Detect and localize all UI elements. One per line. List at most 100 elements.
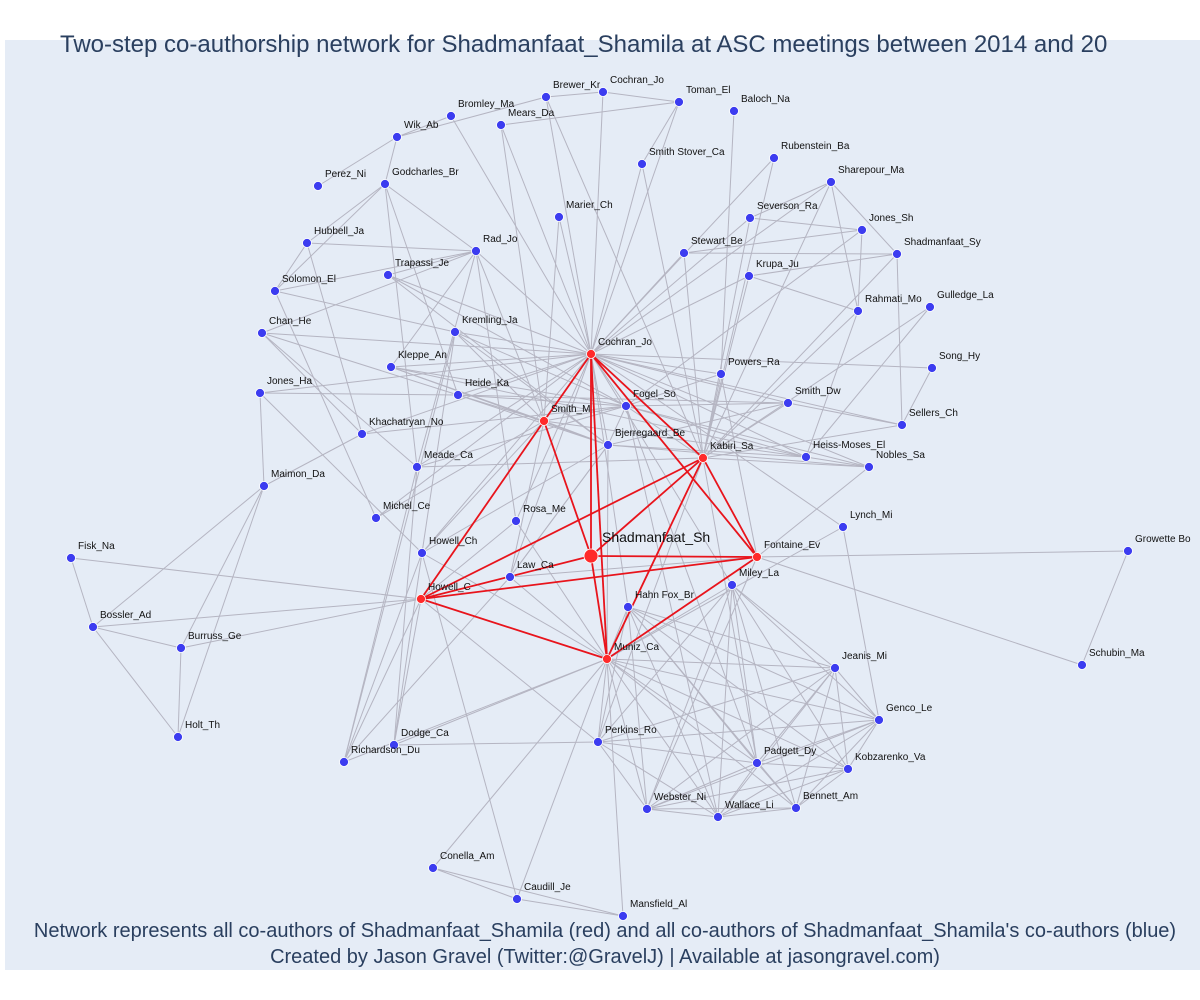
network-node[interactable] bbox=[637, 159, 647, 169]
network-node[interactable] bbox=[389, 740, 399, 750]
node-label: Mears_Da bbox=[508, 108, 555, 119]
network-node[interactable] bbox=[173, 732, 183, 742]
gray-edge bbox=[606, 658, 624, 917]
network-node[interactable] bbox=[853, 306, 863, 316]
network-node[interactable] bbox=[745, 213, 755, 223]
network-node[interactable] bbox=[642, 804, 652, 814]
network-node[interactable] bbox=[583, 548, 599, 564]
node-label: Kobzarenko_Va bbox=[855, 752, 926, 763]
network-node[interactable] bbox=[729, 106, 739, 116]
network-node[interactable] bbox=[713, 812, 723, 822]
network-node[interactable] bbox=[897, 420, 907, 430]
network-node[interactable] bbox=[744, 271, 754, 281]
network-node[interactable] bbox=[302, 238, 312, 248]
network-node[interactable] bbox=[511, 516, 521, 526]
network-node[interactable] bbox=[257, 328, 267, 338]
gray-edge bbox=[274, 242, 308, 292]
network-node[interactable] bbox=[496, 120, 506, 130]
network-node[interactable] bbox=[874, 715, 884, 725]
network-node[interactable] bbox=[791, 803, 801, 813]
network-node[interactable] bbox=[471, 246, 481, 256]
network-node[interactable] bbox=[602, 654, 612, 664]
node-label: Mansfield_Al bbox=[630, 899, 687, 910]
red-edge bbox=[590, 555, 608, 660]
node-label: Holt_Th bbox=[185, 720, 220, 731]
network-node[interactable] bbox=[357, 429, 367, 439]
network-node[interactable] bbox=[716, 369, 726, 379]
network-node[interactable] bbox=[586, 349, 596, 359]
network-node[interactable] bbox=[674, 97, 684, 107]
network-node[interactable] bbox=[428, 863, 438, 873]
network-node[interactable] bbox=[892, 249, 902, 259]
gray-edge bbox=[731, 584, 797, 809]
network-node[interactable] bbox=[392, 132, 402, 142]
network-node[interactable] bbox=[769, 153, 779, 163]
network-node[interactable] bbox=[1123, 546, 1133, 556]
network-node[interactable] bbox=[752, 758, 762, 768]
network-node[interactable] bbox=[417, 548, 427, 558]
network-node[interactable] bbox=[783, 398, 793, 408]
network-node[interactable] bbox=[453, 390, 463, 400]
network-node[interactable] bbox=[88, 622, 98, 632]
network-node[interactable] bbox=[927, 363, 937, 373]
network-node[interactable] bbox=[505, 572, 515, 582]
network-node[interactable] bbox=[618, 911, 628, 921]
network-node[interactable] bbox=[1077, 660, 1087, 670]
network-node[interactable] bbox=[371, 513, 381, 523]
network-node[interactable] bbox=[727, 580, 737, 590]
network-node[interactable] bbox=[416, 594, 426, 604]
network-node[interactable] bbox=[541, 92, 551, 102]
node-label: Dodge_Ca bbox=[401, 728, 449, 739]
network-node[interactable] bbox=[864, 462, 874, 472]
node-label: Law_Ca bbox=[517, 560, 554, 571]
gray-edge bbox=[606, 658, 849, 770]
gray-edge bbox=[606, 444, 609, 660]
node-label: Conella_Am bbox=[440, 851, 494, 862]
network-node[interactable] bbox=[925, 302, 935, 312]
network-node[interactable] bbox=[380, 179, 390, 189]
gray-edge bbox=[702, 373, 722, 459]
network-node[interactable] bbox=[826, 177, 836, 187]
network-node[interactable] bbox=[623, 602, 633, 612]
gray-edge bbox=[416, 457, 704, 468]
network-node[interactable] bbox=[838, 522, 848, 532]
network-node[interactable] bbox=[857, 225, 867, 235]
network-node[interactable] bbox=[450, 327, 460, 337]
network-node[interactable] bbox=[255, 388, 265, 398]
network-node[interactable] bbox=[598, 87, 608, 97]
network-node[interactable] bbox=[539, 416, 549, 426]
network-node[interactable] bbox=[446, 111, 456, 121]
network-node[interactable] bbox=[412, 462, 422, 472]
gray-edge bbox=[749, 181, 832, 219]
network-node[interactable] bbox=[801, 452, 811, 462]
network-node[interactable] bbox=[383, 270, 393, 280]
network-node[interactable] bbox=[830, 663, 840, 673]
network-node[interactable] bbox=[339, 757, 349, 767]
network-node[interactable] bbox=[176, 643, 186, 653]
network-node[interactable] bbox=[386, 362, 396, 372]
network-node[interactable] bbox=[752, 552, 762, 562]
red-edge-layer bbox=[420, 353, 758, 660]
gray-edge bbox=[597, 584, 733, 743]
node-label: Maimon_Da bbox=[271, 469, 325, 480]
network-node[interactable] bbox=[593, 737, 603, 747]
red-edge bbox=[590, 353, 608, 660]
network-node[interactable] bbox=[512, 894, 522, 904]
network-node[interactable] bbox=[313, 181, 323, 191]
network-node[interactable] bbox=[621, 401, 631, 411]
gray-edge bbox=[606, 658, 758, 764]
network-node[interactable] bbox=[698, 453, 708, 463]
gray-edge bbox=[805, 306, 931, 458]
network-node[interactable] bbox=[270, 286, 280, 296]
network-node[interactable] bbox=[603, 440, 613, 450]
gray-edge bbox=[509, 576, 608, 660]
network-node[interactable] bbox=[679, 248, 689, 258]
network-node[interactable] bbox=[554, 212, 564, 222]
gray-edge bbox=[795, 719, 880, 809]
network-node[interactable] bbox=[843, 764, 853, 774]
gray-edge bbox=[515, 520, 608, 660]
node-label: Trapassi_Je bbox=[395, 258, 450, 269]
network-node[interactable] bbox=[259, 481, 269, 491]
gray-edge bbox=[274, 250, 477, 292]
network-node[interactable] bbox=[66, 553, 76, 563]
